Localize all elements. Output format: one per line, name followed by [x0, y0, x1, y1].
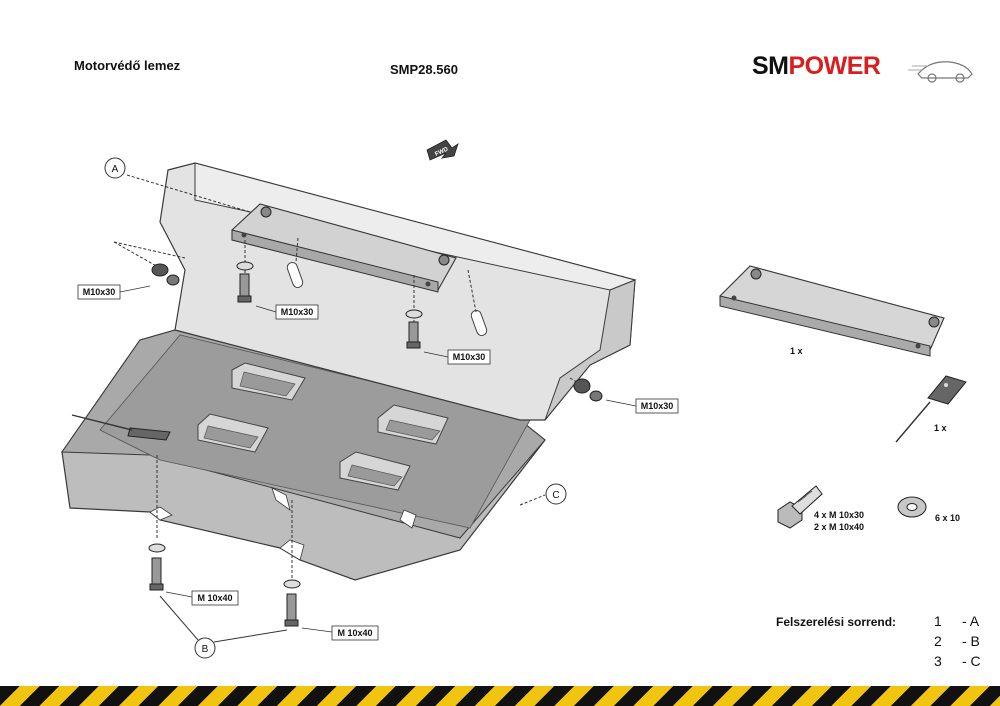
bolt-right — [573, 378, 603, 402]
product-code: SMP28.560 — [390, 62, 458, 77]
sequence-row-2-num: 2 — [934, 633, 942, 649]
callout-a-text: A — [112, 164, 119, 175]
svg-text:M 10x40: M 10x40 — [197, 593, 232, 603]
bolt-left-upper — [151, 263, 180, 286]
callout-c: C — [545, 483, 567, 505]
kit-plate — [895, 375, 967, 443]
mounting-bracket — [231, 203, 457, 293]
callout-b-leader-left — [159, 595, 199, 641]
kit-bolts-line1: 4 x M 10x30 — [814, 510, 864, 520]
sequence-row-3-part: - C — [962, 653, 981, 669]
kit-washer-text: 6 x 10 — [935, 513, 960, 523]
kit-bracket-qty: 1 x — [790, 346, 803, 356]
fwd-text: FWD — [434, 146, 450, 157]
smpower-logo: SMPOWER — [752, 52, 974, 86]
skid-plate — [61, 329, 546, 581]
label-front-left-m10x40: M 10x40 — [165, 590, 239, 606]
sequence-row-1-part: - A — [962, 613, 980, 629]
sequence-row-3-num: 3 — [934, 653, 942, 669]
label-left-m10x30: M10x30 — [77, 284, 151, 300]
label-bracket-right-m10x30: M10x30 — [423, 349, 491, 365]
hazard-stripe — [0, 686, 1000, 706]
arrow-icon — [426, 139, 459, 161]
product-name: Motorvédő lemez — [74, 58, 181, 73]
svg-text:M10x30: M10x30 — [83, 287, 116, 297]
logo-car-icon — [908, 61, 973, 83]
svg-text:M10x30: M10x30 — [281, 307, 314, 317]
fwd-marker: FWD — [426, 139, 459, 161]
callout-b: B — [194, 637, 216, 659]
callout-a: A — [104, 157, 126, 179]
bolt-bracket-right — [405, 309, 423, 349]
kit-bolts-line2: 2 x M 10x40 — [814, 522, 864, 532]
sequence-title: Felszerelési sorrend: — [776, 615, 897, 629]
logo-sm: SM — [752, 52, 789, 80]
kit-plate-qty: 1 x — [934, 423, 947, 433]
label-front-right-m10x40: M 10x40 — [301, 625, 379, 641]
sequence-row-2-part: - B — [962, 633, 980, 649]
label-right-m10x30: M10x30 — [605, 398, 679, 414]
kit-bracket — [719, 265, 945, 357]
bolt-front-right — [283, 579, 301, 627]
strip-rod — [71, 414, 133, 431]
callout-c-text: C — [552, 490, 559, 501]
kit-washer-icon — [897, 496, 927, 518]
fixing-strip — [127, 427, 171, 441]
svg-text:M 10x40: M 10x40 — [337, 628, 372, 638]
kit-bolt-icon — [777, 485, 823, 529]
sequence-row-1-num: 1 — [934, 613, 942, 629]
svg-text:M10x30: M10x30 — [453, 352, 486, 362]
logo-power: POWER — [788, 52, 881, 80]
callout-b-leader-right — [213, 629, 288, 643]
label-bracket-left-m10x30: M10x30 — [255, 304, 319, 320]
svg-text:M10x30: M10x30 — [641, 401, 674, 411]
bolt-front-left — [148, 543, 166, 591]
bolt-bracket-left — [236, 261, 254, 303]
callout-b-text: B — [202, 644, 209, 655]
